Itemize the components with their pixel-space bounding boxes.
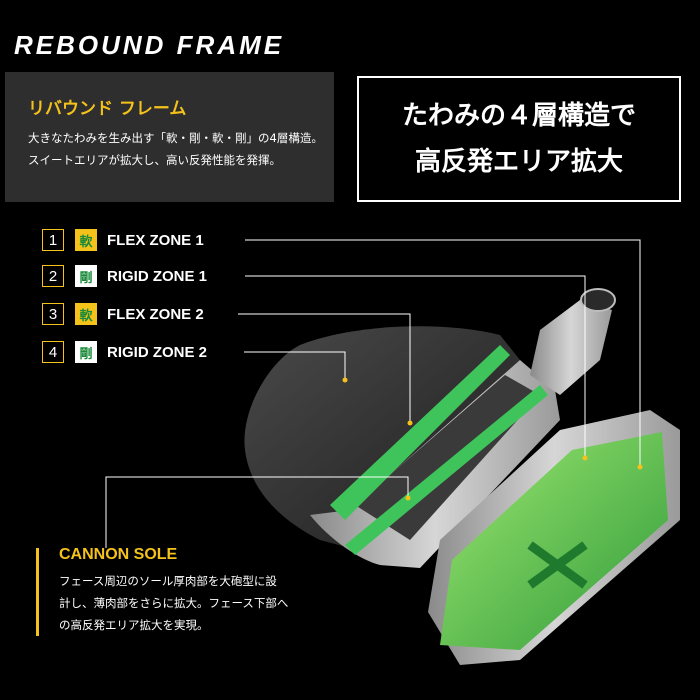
leader-dot <box>342 377 348 383</box>
zone-row-1: 1 軟 FLEX ZONE 1 <box>42 228 204 252</box>
leader-dot <box>405 495 411 501</box>
zone-row-4: 4 剛 RIGID ZONE 2 <box>42 340 207 364</box>
club-hosel <box>530 300 612 395</box>
leader-dot <box>407 420 413 426</box>
zone-name: FLEX ZONE 2 <box>107 305 204 323</box>
leader-flex-zone-1 <box>245 239 641 467</box>
headline-box: たわみの４層構造で 高反発エリア拡大 <box>357 76 681 202</box>
cannon-line: 計し、薄肉部をさらに拡大。フェース下部へ <box>59 596 289 610</box>
zone-tag: 剛 <box>75 265 97 287</box>
leader-dot <box>637 464 643 470</box>
headline-line: たわみの４層構造で <box>401 101 636 131</box>
cannon-sole-section: CANNON SOLE フェース周辺のソール厚肉部を大砲型に設 計し、薄肉部をさ… <box>36 546 329 636</box>
cannon-line: フェース周辺のソール厚肉部を大砲型に設 <box>59 574 277 588</box>
zone-number: 2 <box>42 265 64 287</box>
leader-rigid-zone-1 <box>245 275 586 458</box>
page-title: REBOUND FRAME <box>14 30 285 60</box>
leader-cannon-sole <box>105 476 409 548</box>
zone-row-3: 3 軟 FLEX ZONE 2 <box>42 302 204 326</box>
cannon-line: の高反発エリア拡大を実現。 <box>59 618 209 632</box>
zone-tag: 軟 <box>75 303 97 325</box>
face-x-mark <box>527 541 588 589</box>
cannon-body: フェース周辺のソール厚肉部を大砲型に設 計し、薄肉部をさらに拡大。フェース下部へ… <box>59 570 329 636</box>
headline-line: 高反発エリア拡大 <box>414 147 623 177</box>
zone-name: RIGID ZONE 1 <box>107 267 208 285</box>
zone-row-2: 2 剛 RIGID ZONE 1 <box>42 264 207 288</box>
leader-rigid-zone-2 <box>244 351 346 380</box>
zone-tag: 剛 <box>75 341 97 363</box>
leader-dot <box>582 455 588 461</box>
zone-number: 1 <box>42 229 64 251</box>
hosel-top <box>580 288 616 312</box>
leader-flex-zone-2 <box>238 313 411 423</box>
zone-number: 3 <box>42 303 64 325</box>
cannon-heading: CANNON SOLE <box>59 546 178 563</box>
zone-tag: 軟 <box>75 229 97 251</box>
info-heading: リバウンド フレーム <box>28 99 187 119</box>
green-flex-band <box>330 345 510 520</box>
zone-number: 4 <box>42 341 64 363</box>
face-plate <box>440 432 668 650</box>
zone-name: RIGID ZONE 2 <box>107 343 208 361</box>
info-line: スイートエリアが拡大し、高い反発性能を発揮。 <box>28 153 281 167</box>
zone-name: FLEX ZONE 1 <box>107 231 204 249</box>
info-body: 大きなたわみを生み出す「軟・剛・軟・剛」の4層構造。 スイートエリアが拡大し、高… <box>28 127 328 171</box>
info-line: 大きなたわみを生み出す「軟・剛・軟・剛」の4層構造。 <box>28 131 323 145</box>
info-panel: リバウンド フレーム 大きなたわみを生み出す「軟・剛・軟・剛」の4層構造。 スイ… <box>5 72 334 202</box>
green-flex-band-lower <box>345 385 548 555</box>
club-crown <box>244 326 520 548</box>
club-inner-cavity <box>355 375 540 540</box>
